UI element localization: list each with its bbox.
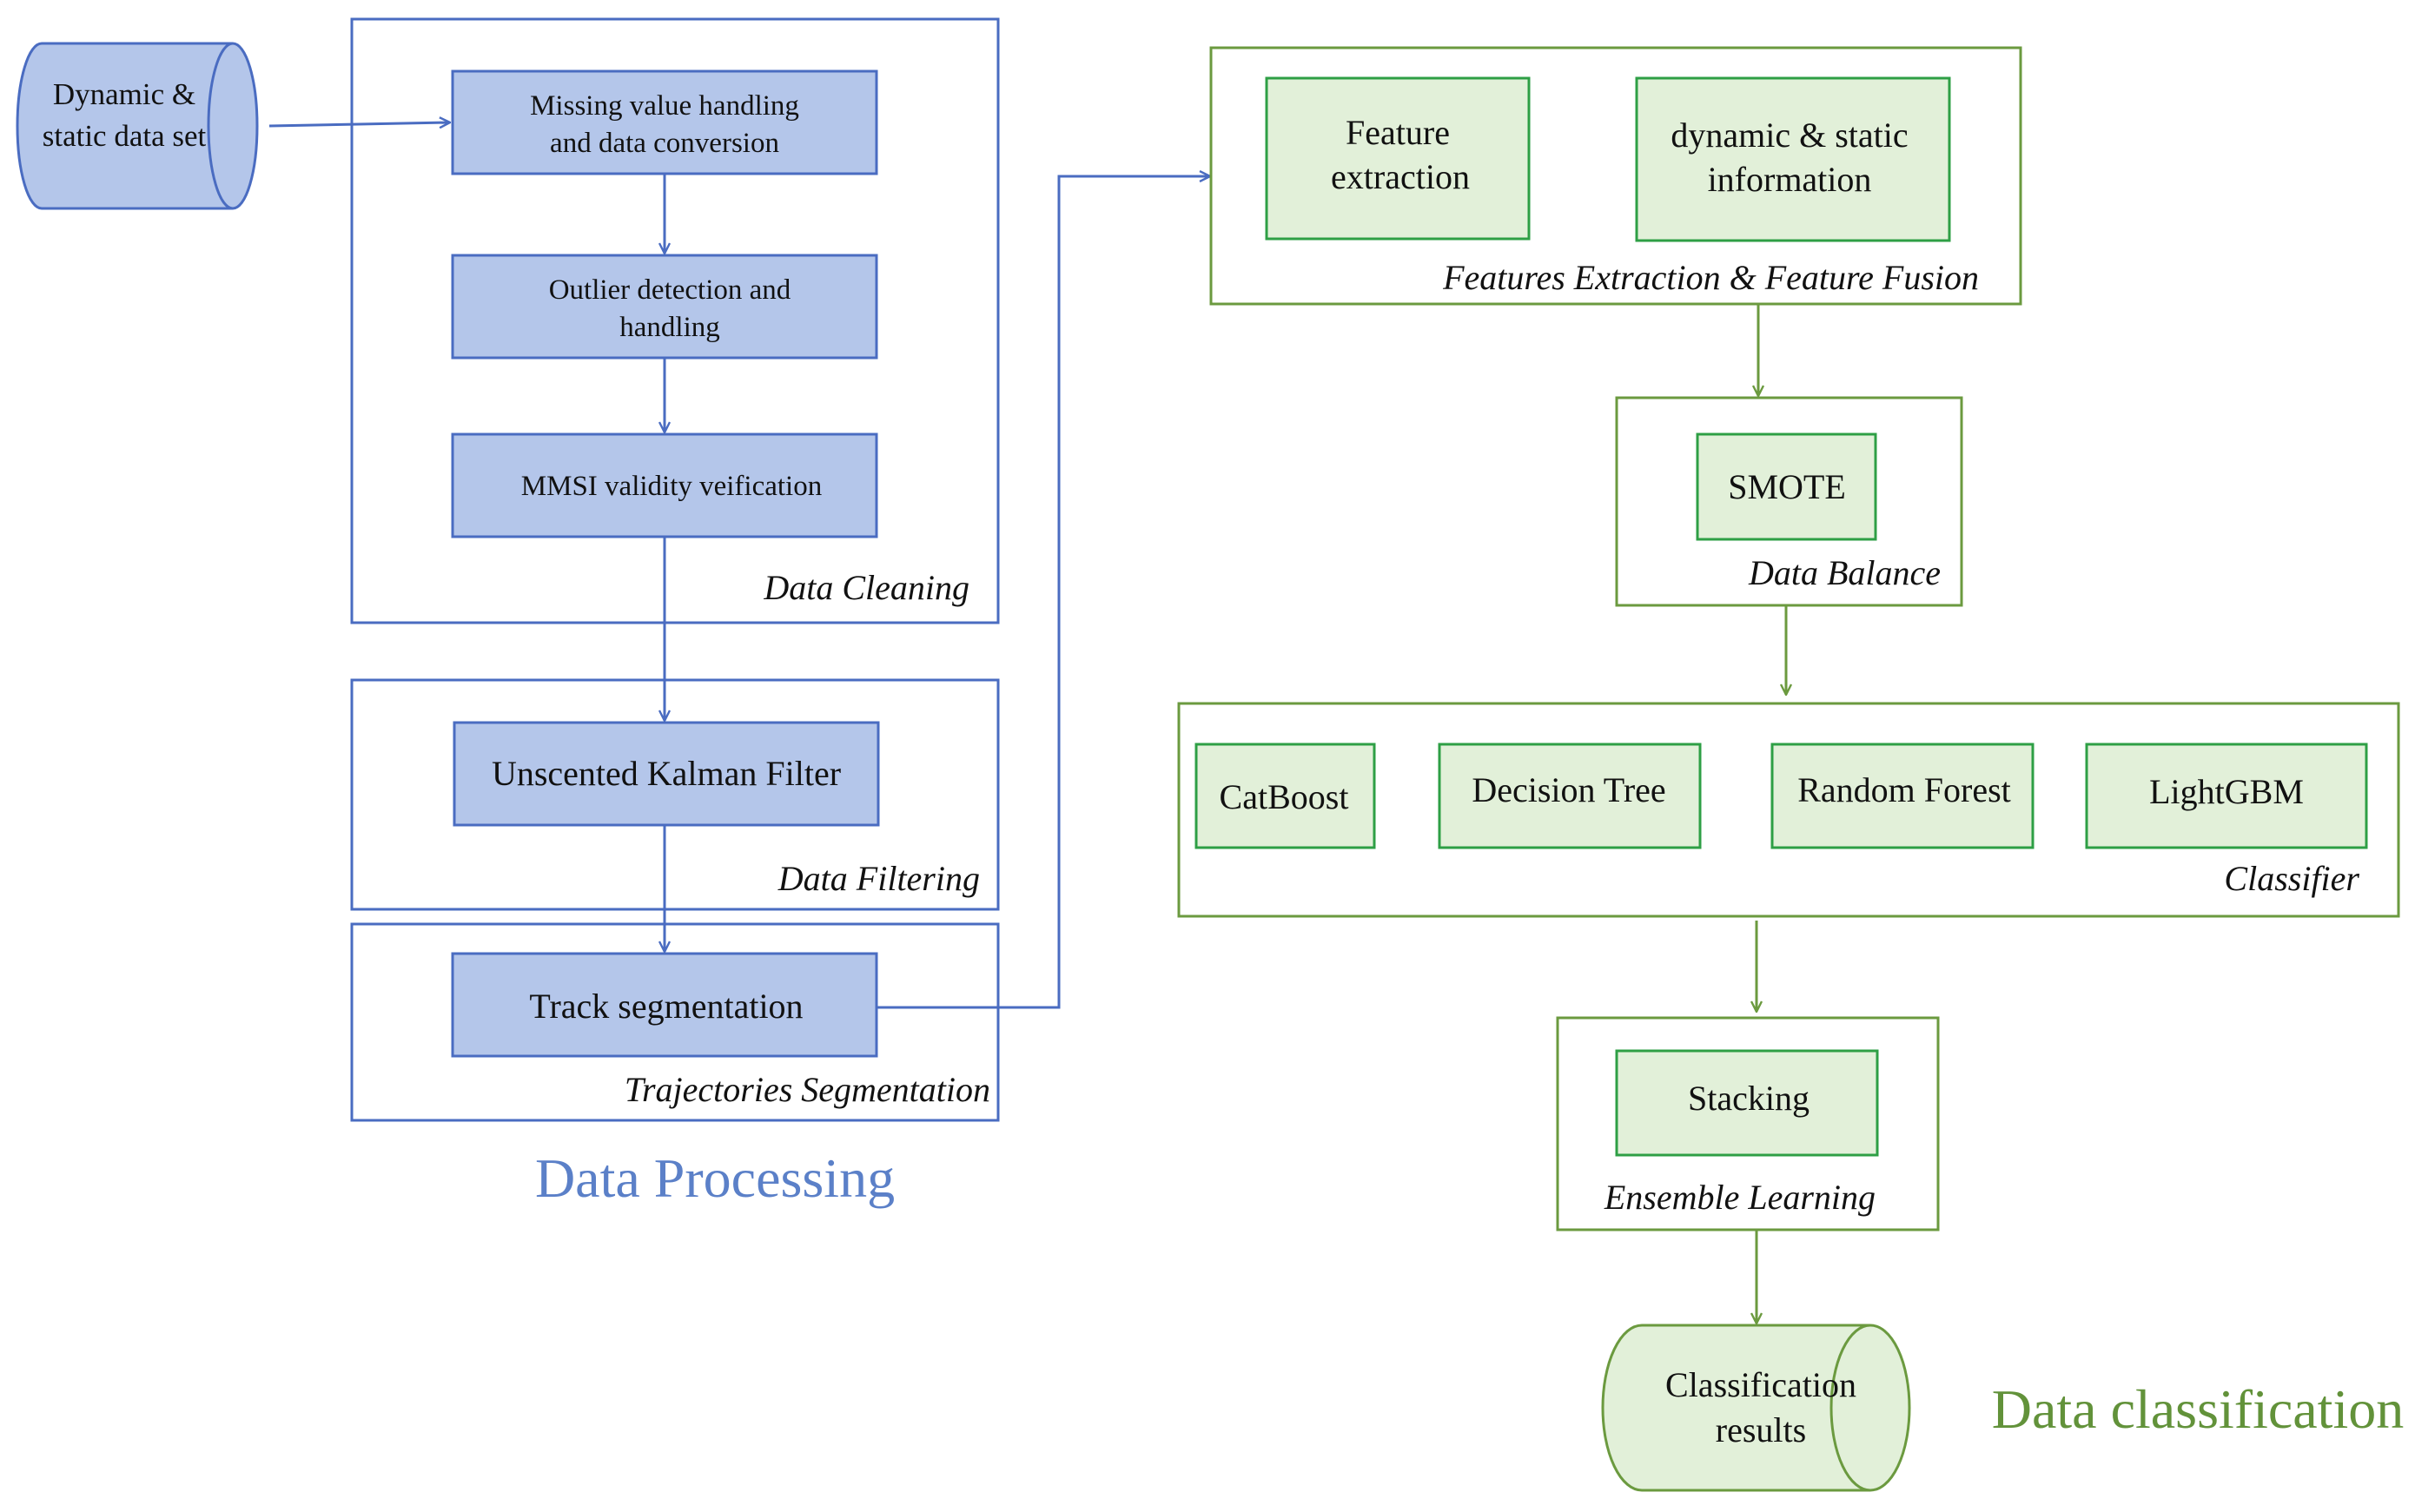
stacking-box: Stacking (1615, 1049, 1879, 1157)
random-forest-box: Random Forest (1770, 743, 2035, 849)
decision-tree-label: Decision Tree (1472, 770, 1665, 809)
random-forest-label: Random Forest (1797, 770, 2011, 809)
arrow-source-to-missing (268, 122, 450, 126)
data-classification-title: Data classification (1992, 1378, 2404, 1440)
smote-label: SMOTE (1728, 467, 1846, 506)
features-extraction-fusion-label: Features Extraction & Feature Fusion (1442, 258, 1979, 297)
missing-value-label-line1: Missing value handling (530, 90, 799, 122)
features-extraction-container (1209, 46, 2022, 306)
source-dataset-label-line2: static data set (43, 119, 207, 153)
data-processing-title: Data Processing (535, 1147, 895, 1209)
missing-value-label-line2: and data conversion (550, 128, 779, 159)
classification-results-cylinder: Classification results (1601, 1324, 1911, 1492)
data-filtering-container (350, 678, 1000, 911)
lightgbm-box: LightGBM (2085, 743, 2368, 849)
classification-results-label-line1: Classification (1665, 1365, 1856, 1404)
stacking-label: Stacking (1688, 1079, 1810, 1118)
decision-tree-box: Decision Tree (1438, 743, 1702, 849)
mmsi-validity-box: MMSI validity veification (451, 432, 878, 538)
dynamic-static-information-label-line1: dynamic & static (1671, 116, 1908, 155)
ensemble-learning-label: Ensemble Learning (1604, 1178, 1876, 1217)
missing-value-box: Missing value handling and data conversi… (451, 69, 878, 175)
feature-extraction-label-line2: extraction (1331, 157, 1470, 196)
data-cleaning-container (350, 17, 1000, 624)
trajectories-segmentation-container (350, 922, 1000, 1122)
classifier-container (1177, 702, 2400, 918)
outlier-detection-box: Outlier detection and handling (451, 254, 878, 360)
source-dataset-cylinder: Dynamic & static data set (16, 42, 259, 210)
dynamic-static-information-label-line2: information (1708, 160, 1872, 199)
data-balance-container (1615, 396, 1963, 607)
track-segmentation-label: Track segmentation (529, 987, 803, 1026)
unscented-kalman-filter-label: Unscented Kalman Filter (492, 754, 841, 793)
smote-box: SMOTE (1696, 432, 1877, 541)
catboost-label: CatBoost (1220, 777, 1349, 816)
outlier-detection-label-line2: handling (619, 312, 719, 343)
trajectories-segmentation-label: Trajectories Segmentation (625, 1070, 990, 1109)
track-segmentation-box: Track segmentation (451, 952, 878, 1058)
data-filtering-label: Data Filtering (777, 859, 980, 898)
ensemble-learning-container (1556, 1016, 1940, 1231)
classification-results-label-line2: results (1716, 1410, 1806, 1449)
source-dataset-label-line1: Dynamic & (53, 77, 195, 111)
catboost-box: CatBoost (1194, 743, 1376, 849)
outlier-detection-label-line1: Outlier detection and (549, 274, 791, 306)
mmsi-validity-label: MMSI validity veification (521, 471, 822, 502)
feature-extraction-label-line1: Feature (1346, 113, 1450, 152)
classifier-label: Classifier (2224, 859, 2359, 898)
unscented-kalman-filter-box: Unscented Kalman Filter (453, 721, 880, 827)
lightgbm-label: LightGBM (2149, 772, 2304, 811)
arrow-track-to-features (877, 176, 1210, 1009)
data-balance-label: Data Balance (1748, 553, 1941, 592)
feature-extraction-box: Feature extraction (1265, 76, 1531, 241)
data-cleaning-label: Data Cleaning (763, 568, 969, 607)
dynamic-static-information-box: dynamic & static information (1635, 76, 1951, 242)
